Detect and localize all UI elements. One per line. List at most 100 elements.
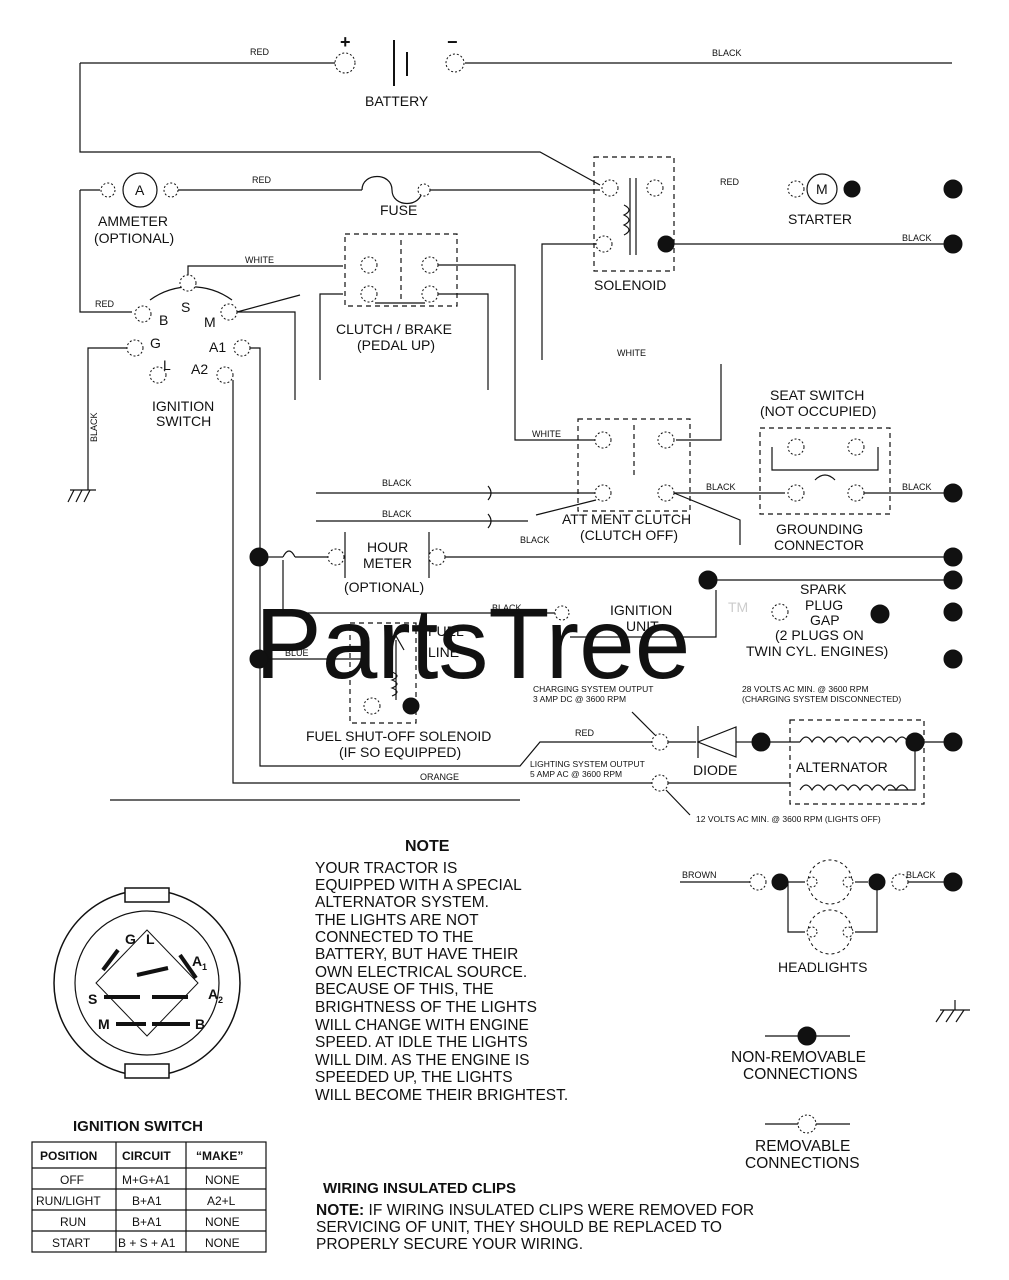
wire-red-ign: RED: [95, 299, 115, 309]
table-cell: B+A1: [132, 1215, 162, 1229]
lights-off-label: 12 VOLTS AC MIN. @ 3600 RPM (LIGHTS OFF): [696, 814, 881, 824]
svg-text:NOTE: IF WIRING INSULATED CLIP: NOTE: IF WIRING INSULATED CLIPS WERE REM…: [316, 1202, 754, 1219]
fuse-label: FUSE: [380, 202, 417, 218]
wire-black-top: BLACK: [712, 48, 742, 58]
legend-removable-l1: REMOVABLE: [755, 1138, 850, 1155]
clutch-brake-label: CLUTCH / BRAKE: [336, 321, 452, 337]
note-line: YOUR TRACTOR IS: [315, 860, 457, 877]
wire-black-ignunit: BLACK: [492, 603, 522, 613]
note-line: BATTERY, BUT HAVE THEIR: [315, 946, 518, 963]
ign-switch-sub: SWITCH: [156, 413, 211, 429]
diode: DIODE: [693, 726, 737, 778]
table-cell: B+A1: [132, 1194, 162, 1208]
note-line: WILL CHANGE WITH ENGINE: [315, 1017, 529, 1034]
wire-red-diode: RED: [575, 728, 595, 738]
seat-switch-label: SEAT SWITCH: [770, 387, 864, 403]
note-line: OWN ELECTRICAL SOURCE.: [315, 964, 527, 981]
ign-term-l: L: [163, 357, 171, 373]
spark-plug-l4: (2 PLUGS ON: [775, 627, 864, 643]
ign-term-g: G: [150, 335, 161, 351]
table-cell: OFF: [60, 1173, 84, 1187]
legend-removable: REMOVABLE CONNECTIONS: [745, 1114, 860, 1172]
clips-line-1: IF WIRING INSULATED CLIPS WERE REMOVED F…: [364, 1202, 754, 1219]
seat-switch: SEAT SWITCH (NOT OCCUPIED) GROUNDING CON…: [759, 387, 891, 553]
fuel-solenoid-label: FUEL SHUT-OFF SOLENOID: [306, 728, 491, 744]
table-header: POSITION: [40, 1149, 97, 1163]
charging-l1: CHARGING SYSTEM OUTPUT: [533, 684, 653, 694]
switch-pin-g: G: [125, 931, 136, 947]
watermark: PartsTree: [255, 588, 690, 700]
table-cell: NONE: [205, 1173, 240, 1187]
note-line: CONNECTED TO THE: [315, 929, 473, 946]
battery-negative-terminal: [445, 53, 465, 73]
grounding-connector-sub: CONNECTOR: [774, 537, 864, 553]
fuel-solenoid-sub: (IF SO EQUIPPED): [339, 744, 461, 760]
wire-white-mid: WHITE: [617, 348, 646, 358]
wire-black-head: BLACK: [906, 870, 936, 880]
wire-white-ign: WHITE: [245, 255, 274, 265]
legend-nonremovable-l2: CONNECTIONS: [743, 1066, 858, 1083]
table-cell: RUN/LIGHT: [36, 1194, 101, 1208]
switch-pin-s: S: [88, 991, 97, 1007]
alternator: ALTERNATOR: [789, 719, 925, 805]
wire-black-starter: BLACK: [902, 233, 932, 243]
clips-note: WIRING INSULATED CLIPS NOTE: IF WIRING I…: [316, 1180, 754, 1253]
charging-l2: 3 AMP DC @ 3600 RPM: [533, 694, 626, 704]
solenoid-label: SOLENOID: [594, 277, 666, 293]
ign-term-m: M: [204, 314, 216, 330]
wire-red-solenoid: RED: [720, 177, 740, 187]
hour-meter-sub: METER: [363, 555, 412, 571]
battery-label: BATTERY: [365, 93, 429, 109]
note-line: SPEED. AT IDLE THE LIGHTS: [315, 1034, 528, 1051]
battery-positive-terminal: [334, 52, 356, 74]
ac-min-l2: (CHARGING SYSTEM DISCONNECTED): [742, 694, 901, 704]
note-line: SPEEDED UP, THE LIGHTS: [315, 1069, 513, 1086]
table-cell: START: [52, 1236, 91, 1250]
clips-note-label: NOTE:: [316, 1202, 364, 1219]
ign-term-s: S: [181, 299, 190, 315]
wire-orange: ORANGE: [420, 772, 459, 782]
spark-plug-gap: SPARK PLUG GAP (2 PLUGS ON TWIN CYL. ENG…: [746, 581, 963, 669]
table-cell: M+G+A1: [122, 1173, 170, 1187]
lighting-l1: LIGHTING SYSTEM OUTPUT: [530, 759, 645, 769]
wire-brown: BROWN: [682, 870, 717, 880]
headlights-label: HEADLIGHTS: [778, 959, 867, 975]
switch-pin-a2: A: [208, 986, 218, 1002]
hour-meter: HOUR METER (OPTIONAL): [327, 532, 446, 595]
fuel-line-sub: LINE: [428, 644, 459, 660]
switch-pin-b: B: [195, 1016, 205, 1032]
alternator-label: ALTERNATOR: [796, 759, 888, 775]
switch-pin-a1-sub: 1: [202, 962, 207, 972]
spark-plug-l5: TWIN CYL. ENGINES): [746, 643, 888, 659]
ignition-switch-detail: G L A 1 S A 2 M B IGNITION SWITCH: [53, 887, 241, 1135]
clutch-brake-sub: (PEDAL UP): [357, 337, 435, 353]
ign-term-b: B: [159, 312, 168, 328]
table-header: CIRCUIT: [122, 1149, 171, 1163]
watermark-tm: TM: [728, 599, 748, 615]
wire-red-top: RED: [250, 47, 270, 57]
headlights: BROWN BLACK HEADLIGHTS: [680, 859, 963, 975]
fuel-shutoff-solenoid: FUEL LINE FUEL SHUT-OFF SOLENOID (IF SO …: [306, 622, 491, 760]
table-cell: NONE: [205, 1215, 240, 1229]
battery-minus: −: [447, 32, 458, 52]
note-line: WILL DIM. AS THE ENGINE IS: [315, 1052, 529, 1069]
note-title: NOTE: [405, 838, 450, 855]
note-line: BECAUSE OF THIS, THE: [315, 981, 494, 998]
ammeter-sub: (OPTIONAL): [94, 230, 174, 246]
wire-black-att1: BLACK: [382, 478, 412, 488]
ac-min-l1: 28 VOLTS AC MIN. @ 3600 RPM: [742, 684, 869, 694]
clips-line-3: PROPERLY SECURE YOUR WIRING.: [316, 1236, 583, 1253]
battery: + − BATTERY RED BLACK: [80, 32, 952, 109]
wire-black-seat-right: BLACK: [902, 482, 932, 492]
starter-label: STARTER: [788, 211, 852, 227]
ign-switch-label: IGNITION: [152, 398, 214, 414]
switch-detail-title: IGNITION SWITCH: [73, 1118, 203, 1135]
wire-white-att: WHITE: [532, 429, 561, 439]
note-line: BRIGHTNESS OF THE LIGHTS: [315, 999, 537, 1016]
switch-pin-a1: A: [192, 953, 202, 969]
hour-meter-label: HOUR: [367, 539, 408, 555]
battery-plus: +: [340, 32, 351, 52]
clutch-brake-switch: CLUTCH / BRAKE (PEDAL UP): [336, 233, 458, 353]
ammeter-label: AMMETER: [98, 213, 168, 229]
